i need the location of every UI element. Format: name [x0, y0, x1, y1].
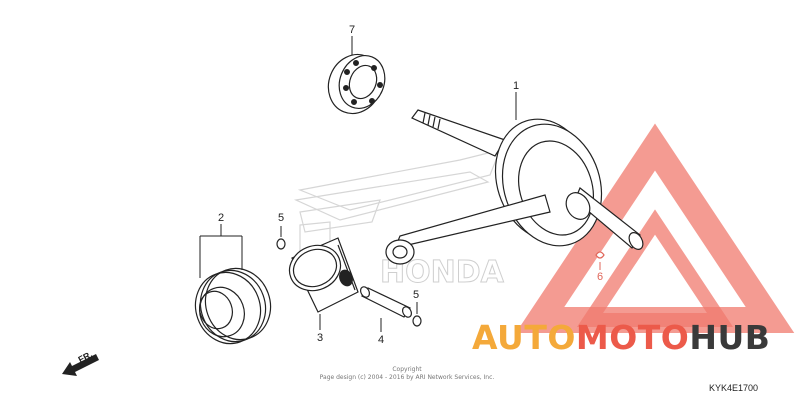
piston-part-3 — [288, 237, 359, 313]
diagram-code: KYK4E1700 — [709, 383, 759, 393]
callout-4: 4 — [378, 334, 385, 346]
copyright-line-2: Page design (c) 2004 - 2016 by ARI Netwo… — [319, 374, 495, 381]
callout-7: 7 — [349, 24, 356, 36]
leader-lines-2 — [199, 224, 243, 278]
watermark-triangle-icon — [515, 123, 795, 333]
brand-hub: HUB — [689, 318, 771, 357]
callout-1: 1 — [513, 80, 520, 92]
copyright-notice: Copyright Page design (c) 2004 - 2016 by… — [312, 366, 502, 382]
piston-pin-part-4 — [359, 286, 413, 318]
brand-auto: AUTO — [472, 318, 576, 357]
key-part-6 — [595, 251, 605, 259]
callout-5b: 5 — [413, 289, 420, 301]
copyright-line-1: Copyright — [392, 366, 422, 373]
piston-pin-clip-part-5b — [412, 315, 422, 327]
automotohub-watermark: AUTOMOTOHUB — [472, 318, 770, 357]
honda-wing-watermark — [293, 149, 501, 253]
callout-2: 2 — [218, 212, 225, 224]
callout-5a: 5 — [278, 212, 285, 224]
bearing-part-7 — [327, 53, 386, 115]
brand-moto: MOTO — [575, 318, 690, 357]
piston-pin-clip-part-5a — [276, 238, 286, 250]
front-direction-arrow-icon — [62, 354, 99, 376]
crankshaft-part-1 — [385, 109, 644, 265]
piston-ring-set-part-2 — [194, 267, 272, 345]
callout-6: 6 — [597, 271, 604, 283]
callout-3: 3 — [317, 332, 324, 344]
